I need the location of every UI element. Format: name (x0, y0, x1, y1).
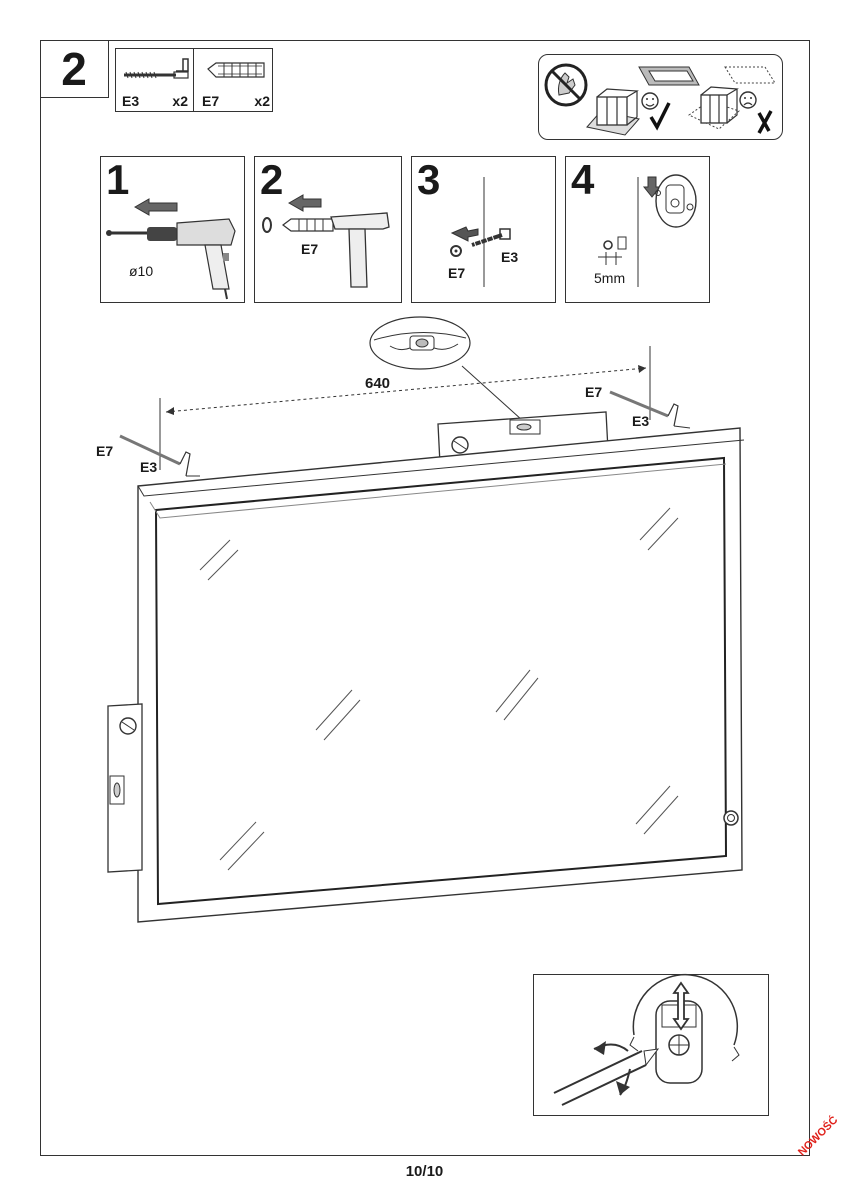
happy-face-icon (641, 92, 659, 110)
left-plug-screw (119, 434, 200, 477)
substep-3-screw-label: E3 (501, 249, 519, 265)
substep-4-number: 4 (571, 156, 595, 203)
substep-2-plug-label: E7 (301, 241, 319, 257)
substep-3-plug-label: E7 (448, 265, 466, 281)
hammer-icon (262, 194, 390, 288)
part-e7-qty: x2 (254, 93, 270, 109)
step-number: 2 (40, 40, 109, 98)
mounting-distance-label: 640 (365, 375, 391, 392)
mirror-panel (137, 427, 745, 923)
screw-icon (450, 177, 511, 287)
gap-measure-label: 5mm (594, 270, 626, 286)
right-plug-screw (609, 390, 691, 429)
wall-plug-icon (207, 62, 265, 78)
right-screw-label: E3 (632, 413, 650, 429)
left-screw-label: E3 (140, 459, 158, 475)
no-hand-install-icon (544, 63, 588, 107)
mounting-bracket-icon (598, 174, 697, 287)
part-e3-qty: x2 (172, 93, 188, 109)
part-e7: E7 x2 (194, 49, 274, 111)
substep-2: 2 E7 (254, 156, 402, 303)
side-level-icon (107, 703, 143, 873)
substep-1: 1 ø10 (100, 156, 245, 303)
substep-4: 4 5mm (565, 156, 710, 303)
level-callout (369, 316, 523, 421)
part-e3-code: E3 (122, 93, 140, 109)
part-e3: E3 x2 (116, 49, 194, 111)
substep-2-number: 2 (260, 156, 284, 203)
substep-3-number: 3 (417, 156, 441, 203)
parts-list: E3 x2 E7 x2 (115, 48, 273, 112)
left-plug-label: E7 (96, 443, 114, 459)
right-plug-label: E7 (585, 384, 603, 400)
drill-icon (106, 198, 236, 300)
adjustment-illustration (553, 973, 740, 1106)
checkmark-icon (649, 102, 671, 131)
page-number: 10/10 (405, 1163, 444, 1180)
adjustment-detail (533, 973, 769, 1116)
drill-diameter-label: ø10 (129, 263, 154, 279)
warning-box (538, 54, 783, 140)
warning-illustration (544, 63, 776, 136)
substep-1-number: 1 (106, 156, 130, 203)
part-e7-code: E7 (202, 93, 220, 109)
screw-hook-icon (124, 58, 189, 79)
sad-face-icon (739, 91, 757, 109)
cross-icon (757, 110, 773, 134)
substep-3: 3 E7 E3 (411, 156, 556, 303)
page-frame (40, 40, 810, 1156)
